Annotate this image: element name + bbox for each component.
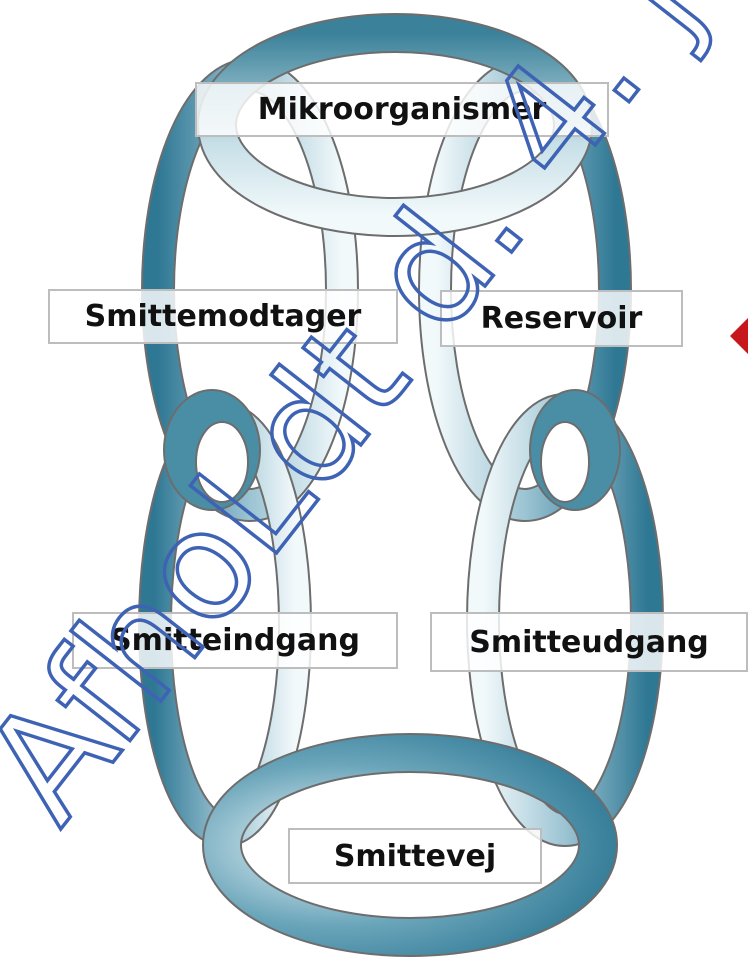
label-smitteudgang: Smitteudgang (430, 612, 748, 672)
label-smittevej: Smittevej (288, 828, 542, 884)
label-smitteindgang: Smitteindgang (72, 612, 398, 669)
label-reservoir: Reservoir (440, 290, 683, 347)
link-overlap-left (164, 390, 260, 510)
link-overlap-right (530, 390, 620, 510)
label-mikroorganismer: Mikroorganismer (195, 82, 609, 137)
label-smittemodtager: Smittemodtager (48, 289, 398, 344)
red-arrow-shape (730, 318, 748, 354)
